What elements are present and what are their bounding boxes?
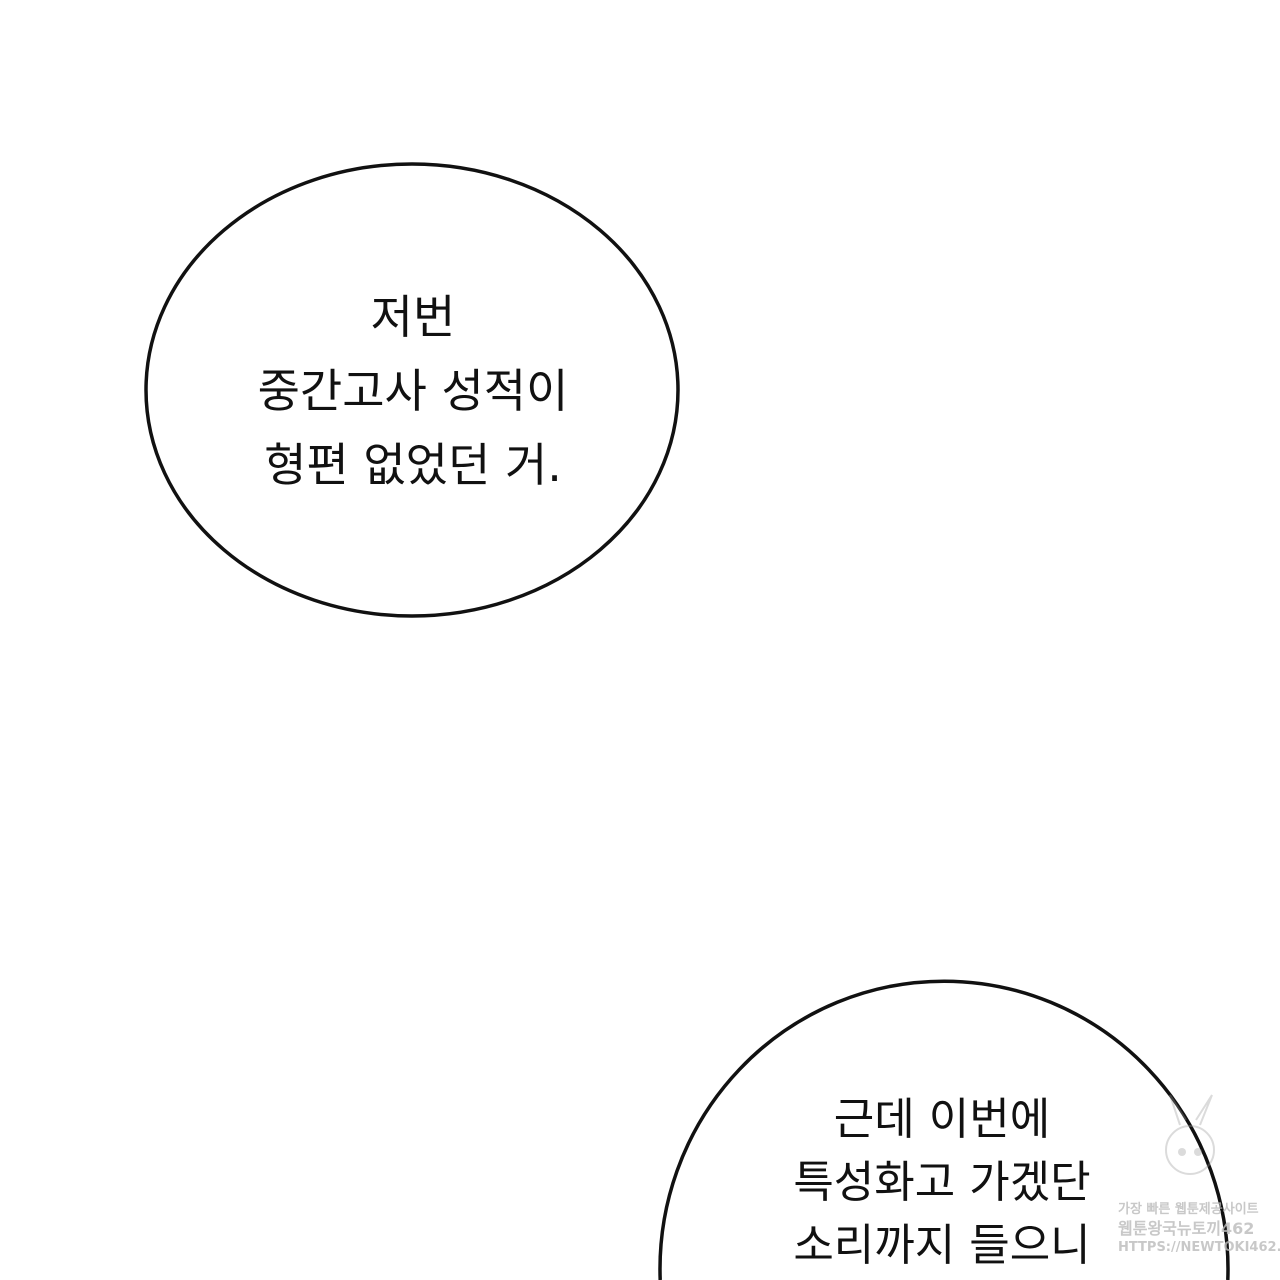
dialogue-line: 특성화고 가겠단 (793, 1157, 1091, 1208)
watermark-mascot-icon (1165, 1094, 1215, 1175)
watermark-line: 웹툰왕국뉴토끼462 (1118, 1219, 1255, 1238)
dialogue-line: 소리까지 들으니 (793, 1220, 1091, 1271)
speech-bubble-1 (144, 162, 680, 618)
dialogue-line: 형편 없었던 거. (264, 438, 562, 492)
watermark: 가장 빠른 웹툰제공사이트 웹툰왕국뉴토끼462 HTTPS://NEWTOKI… (1118, 1200, 1280, 1257)
watermark-line: 가장 빠른 웹툰제공사이트 (1118, 1202, 1259, 1217)
watermark-url: HTTPS://NEWTOKI462.COM (1118, 1240, 1280, 1255)
dialogue-line: 근데 이번에 (833, 1094, 1051, 1145)
speech-bubble-1-text: 저번 중간고사 성적이 형편 없었던 거. (258, 280, 569, 502)
speech-bubble-2 (658, 979, 1230, 1280)
dialogue-line: 저번 (370, 290, 456, 344)
speech-bubble-2-text: 근데 이번에 특성화고 가겠단 소리까지 들으니 (793, 1088, 1090, 1277)
dialogue-line: 중간고사 성적이 (257, 364, 569, 418)
